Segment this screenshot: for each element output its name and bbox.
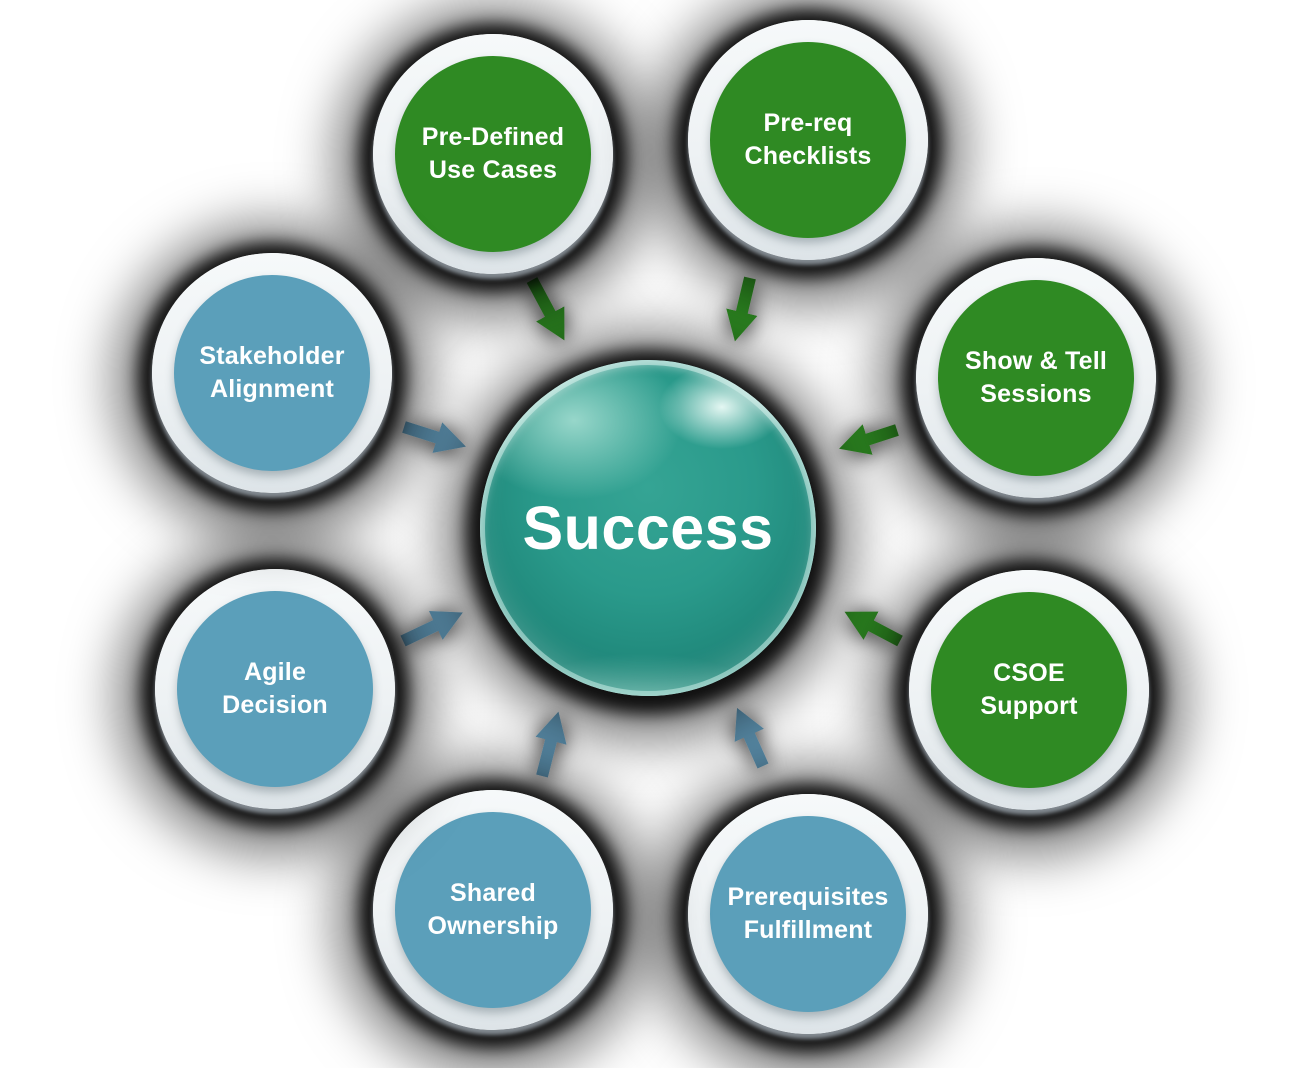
node-pre-defined-use-cases: Pre-Defined Use Cases [373, 34, 613, 274]
node-agile-decision: Agile Decision [155, 569, 395, 809]
node-circle: Pre-Defined Use Cases [395, 56, 591, 252]
arrow-agile-decision [400, 610, 463, 647]
arrow-pre-req-checklists [726, 276, 758, 342]
node-label: Agile Decision [222, 658, 328, 719]
node-label: Pre-req Checklists [744, 109, 872, 170]
arrow-prerequisites-fulfillment [734, 707, 769, 769]
arrow-stakeholder-alignment [402, 421, 466, 453]
node-stakeholder-alignment: Stakeholder Alignment [152, 253, 392, 493]
node-label: Pre-Defined Use Cases [421, 123, 565, 184]
node-prerequisites-fulfillment: Prerequisites Fulfillment [688, 794, 928, 1034]
node-circle: Agile Decision [177, 591, 373, 787]
arrow-show-tell-sessions [839, 424, 899, 455]
node-show-tell-sessions: Show & Tell Sessions [916, 258, 1156, 498]
node-circle: Shared Ownership [395, 812, 591, 1008]
node-circle: Show & Tell Sessions [938, 280, 1134, 476]
node-label: Stakeholder Alignment [199, 342, 345, 403]
node-label: Show & Tell Sessions [964, 347, 1108, 408]
node-shared-ownership: Shared Ownership [373, 790, 613, 1030]
node-label: Prerequisites Fulfillment [727, 883, 889, 944]
node-circle: CSOE Support [931, 592, 1127, 788]
node-label: Shared Ownership [427, 879, 559, 940]
arrow-shared-ownership [535, 711, 567, 778]
node-csoe-support: CSOE Support [909, 570, 1149, 810]
success-sphere: Success [480, 360, 816, 696]
node-pre-req-checklists: Pre-req Checklists [688, 20, 928, 260]
node-circle: Stakeholder Alignment [174, 275, 370, 471]
arrow-pre-defined-use-cases [526, 277, 565, 341]
arrow-csoe-support [844, 611, 903, 647]
success-label: Success [522, 494, 774, 562]
node-circle: Prerequisites Fulfillment [710, 816, 906, 1012]
node-label: CSOE Support [980, 659, 1078, 720]
node-circle: Pre-req Checklists [710, 42, 906, 238]
